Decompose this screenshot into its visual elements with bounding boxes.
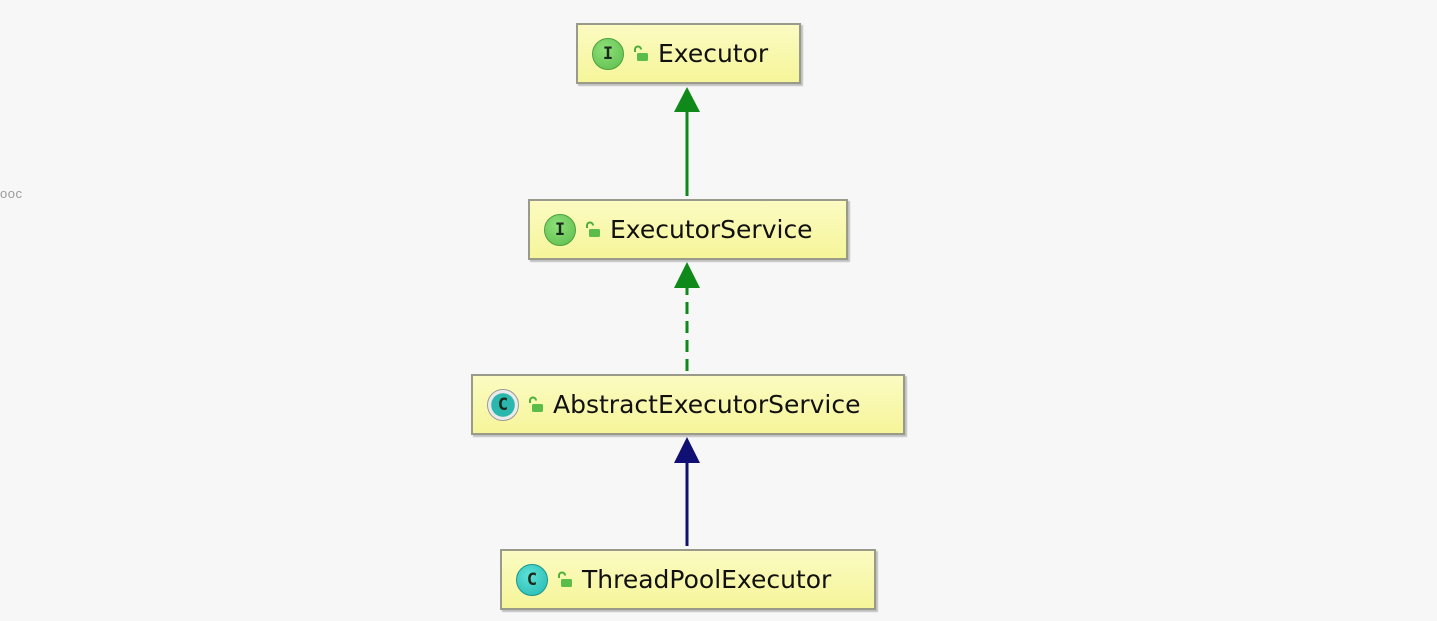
node-abstract-executor-service[interactable]: C AbstractExecutorService (471, 374, 905, 435)
interface-icon: I (544, 213, 576, 246)
link-threadpoolexecutor-to-abstractexecutorservice (674, 437, 700, 546)
node-executor-service[interactable]: I ExecutorService (528, 199, 848, 260)
node-label: ExecutorService (610, 215, 813, 244)
unlock-icon (558, 571, 572, 587)
unlock-icon (586, 221, 600, 237)
node-thread-pool-executor[interactable]: C ThreadPoolExecutor (500, 549, 876, 610)
watermark-text: ooc (0, 186, 23, 201)
node-executor[interactable]: I Executor (576, 23, 801, 84)
class-icon: C (516, 563, 548, 596)
link-executorservice-to-executor (674, 87, 700, 196)
link-abstractexecutorservice-to-executorservice (674, 262, 700, 371)
unlock-icon (634, 45, 648, 61)
interface-icon: I (592, 37, 624, 70)
unlock-icon (529, 396, 543, 412)
node-label: ThreadPoolExecutor (582, 565, 832, 594)
abstract-class-icon: C (487, 388, 519, 421)
node-label: AbstractExecutorService (553, 390, 861, 419)
node-label: Executor (658, 39, 769, 68)
